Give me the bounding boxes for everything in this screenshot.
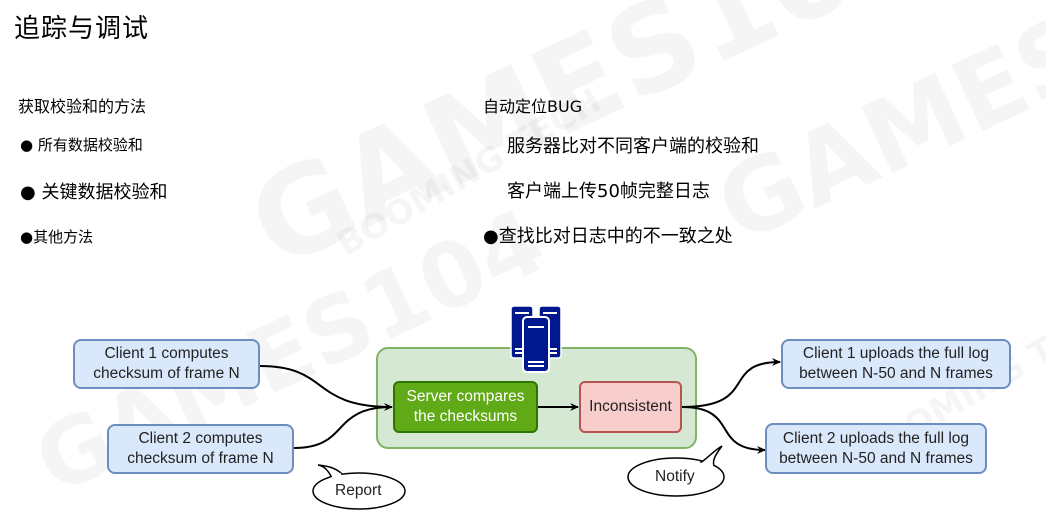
right-heading: 自动定位BUG — [483, 97, 583, 116]
inconsistent-box: Inconsistent — [579, 381, 682, 433]
client2-upload-box: Client 2 uploads the full log between N-5… — [765, 423, 987, 474]
box-line: between N-50 and N frames — [799, 365, 993, 382]
bullet-icon: ● — [20, 182, 36, 203]
connector-client1-to-server — [259, 365, 393, 411]
page-title: 追踪与调试 — [14, 14, 150, 44]
box-line: the checksums — [413, 408, 518, 425]
bullet-icon: ● — [20, 228, 34, 246]
box-line: checksum of frame N — [127, 450, 274, 467]
bullet-icon: ● — [20, 136, 34, 154]
list-item: ● 所有数据校验和 — [20, 134, 143, 155]
box-line: Client 2 computes — [138, 430, 263, 447]
list-item: ● 关键数据校验和 — [20, 178, 167, 204]
list-item-text: 关键数据校验和 — [41, 182, 168, 203]
report-bubble: Report — [335, 482, 382, 499]
left-heading: 获取校验和的方法 — [18, 97, 147, 116]
box-line: checksum of frame N — [93, 365, 240, 382]
connector-client2-to-server — [293, 406, 393, 449]
box-line: Client 1 computes — [104, 345, 229, 362]
inconsistent-label: Inconsistent — [589, 398, 672, 415]
server-compare-box: Server compares the checksums — [393, 381, 538, 433]
sub-item: 客户端上传50帧完整日志 — [507, 181, 710, 202]
box-line: Server compares — [406, 388, 525, 405]
list-item-text: 其他方法 — [33, 228, 94, 246]
client2-compute-box: Client 2 computes checksum of frame N — [107, 424, 294, 474]
bullet-icon: ● — [483, 226, 499, 247]
client1-upload-box: Client 1 uploads the full log between N-5… — [781, 339, 1011, 389]
sub-item: 服务器比对不同客户端的校验和 — [507, 136, 759, 157]
list-item-text: 所有数据校验和 — [37, 136, 143, 154]
list-item-text: 查找比对日志中的不一致之处 — [498, 226, 733, 247]
connector-to-client2-upload — [681, 406, 766, 454]
server-rack-icon — [510, 305, 562, 373]
notify-bubble: Notify — [655, 468, 695, 485]
list-item: ●查找比对日志中的不一致之处 — [483, 222, 733, 248]
client1-compute-box: Client 1 computes checksum of frame N — [73, 339, 260, 389]
box-line: Client 2 uploads the full log — [782, 429, 970, 447]
box-line: between N-50 and N frames — [779, 449, 973, 467]
list-item: ●其他方法 — [20, 226, 93, 247]
box-line: Client 1 uploads the full log — [802, 345, 990, 362]
connector-to-client1-upload — [681, 358, 781, 408]
report-bubble-shape — [312, 464, 406, 510]
notify-bubble-shape — [627, 445, 725, 497]
